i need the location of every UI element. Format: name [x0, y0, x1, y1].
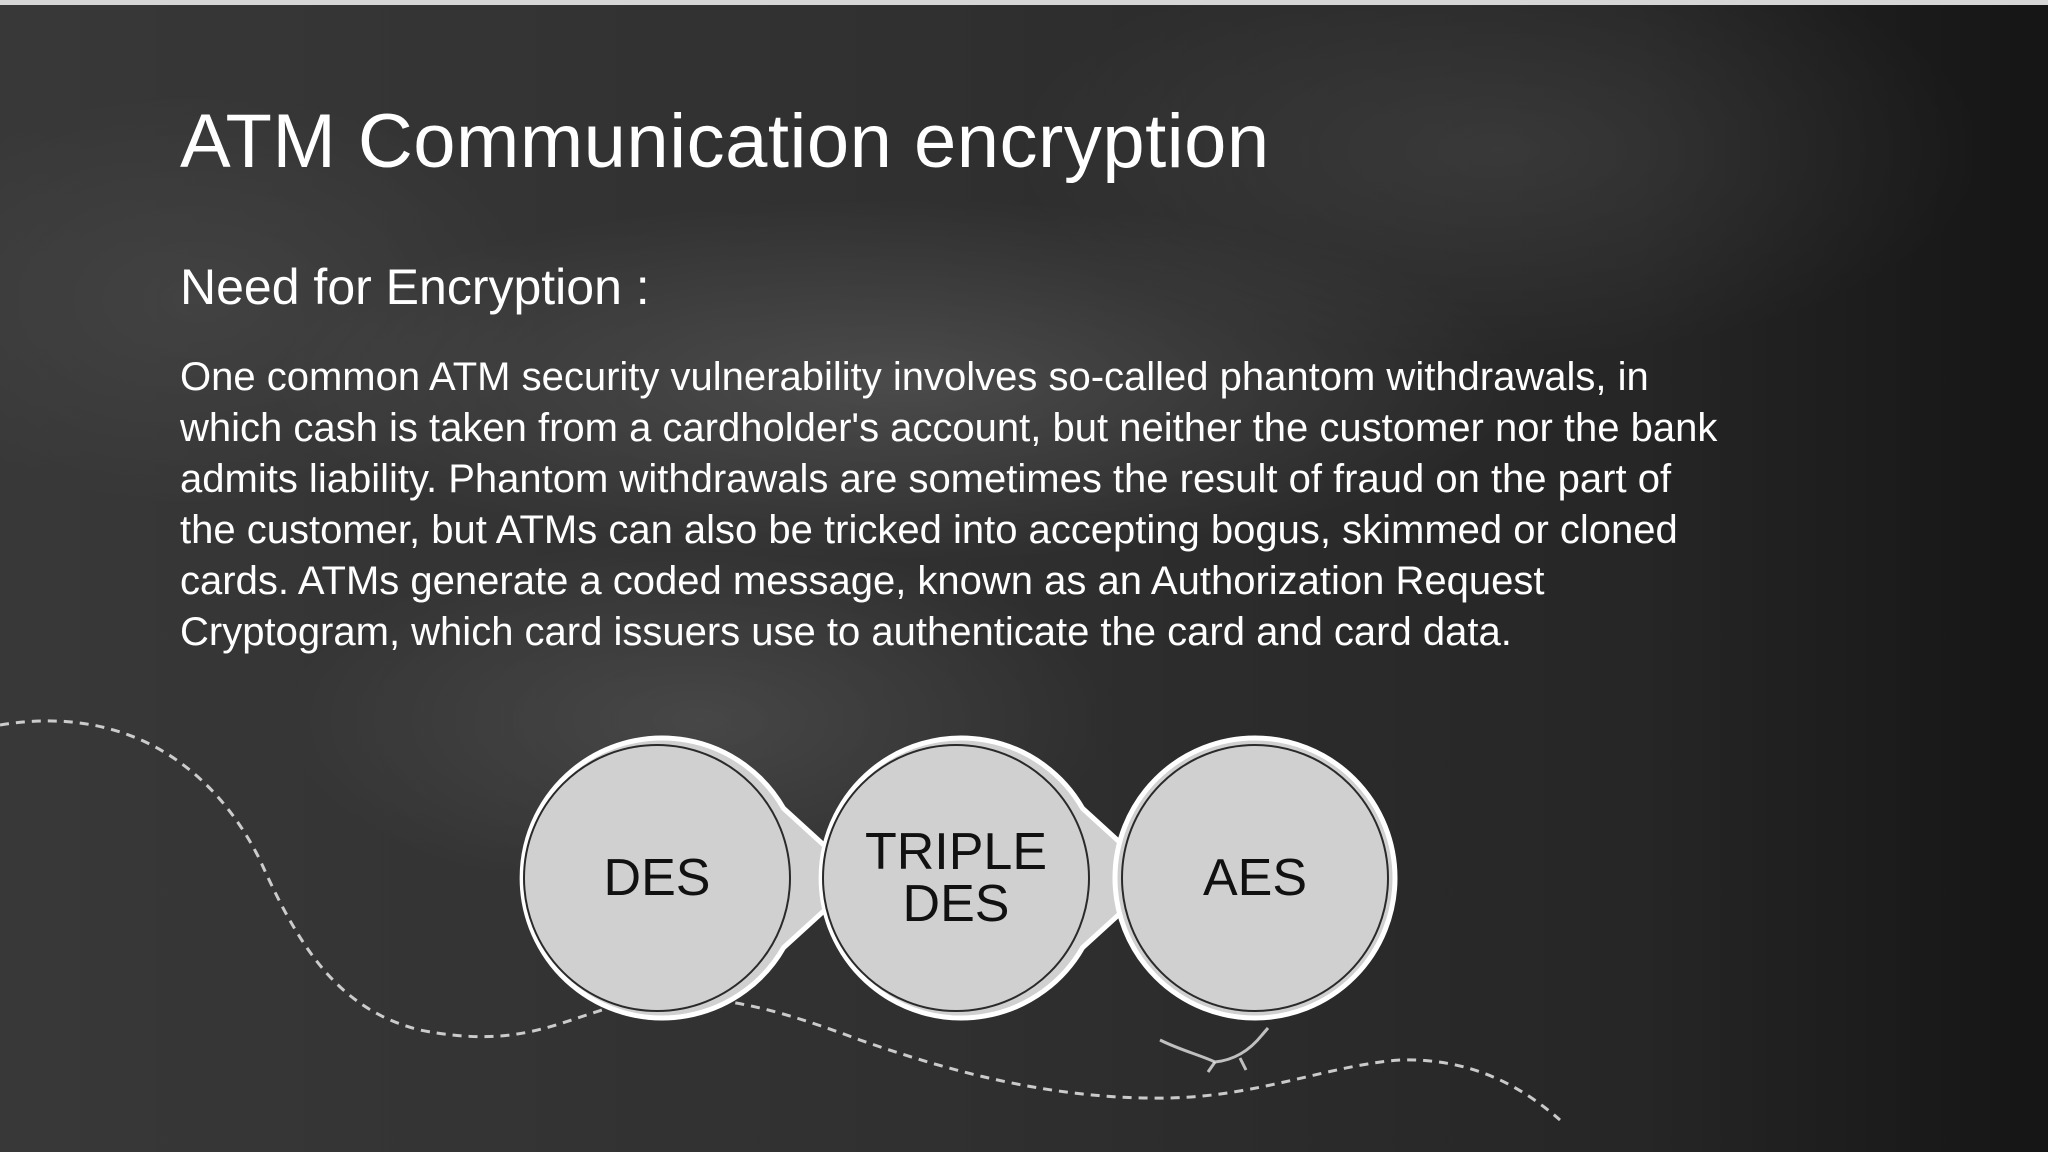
node-label-line: AES — [1202, 849, 1308, 907]
slide-title: ATM Communication encryption — [180, 99, 1270, 184]
body-line: which cash is taken from a cardholder's … — [180, 406, 1718, 450]
node-aes-shape — [1112, 735, 1398, 1021]
node-label-line: TRIPLE — [864, 823, 1048, 881]
body-line: the customer, but ATMs can also be trick… — [180, 508, 1678, 552]
node-triple-des-inner-ring — [822, 744, 1090, 1012]
node-triple-des-shape — [818, 735, 1163, 1021]
slide-top-border — [0, 0, 2048, 5]
node-label-line: DES — [902, 875, 1010, 933]
node-des-inner-ring — [523, 744, 791, 1012]
node-aes-inner-ring — [1121, 744, 1389, 1012]
node-des-shape — [519, 735, 864, 1021]
body-line: cards. ATMs generate a coded message, kn… — [180, 559, 1545, 603]
slide-subtitle: Need for Encryption : — [180, 259, 650, 315]
body-line: Cryptogram, which card issuers use to au… — [180, 610, 1512, 654]
body-paragraph: One common ATM security vulnerability in… — [180, 352, 1860, 658]
body-line: One common ATM security vulnerability in… — [180, 355, 1649, 399]
node-label-des: DES — [557, 852, 757, 904]
body-line: admits liability. Phantom withdrawals ar… — [180, 457, 1672, 501]
node-label-triple-des: TRIPLE DES — [846, 826, 1066, 930]
node-label-line: DES — [603, 849, 711, 907]
node-label-aes: AES — [1155, 852, 1355, 904]
